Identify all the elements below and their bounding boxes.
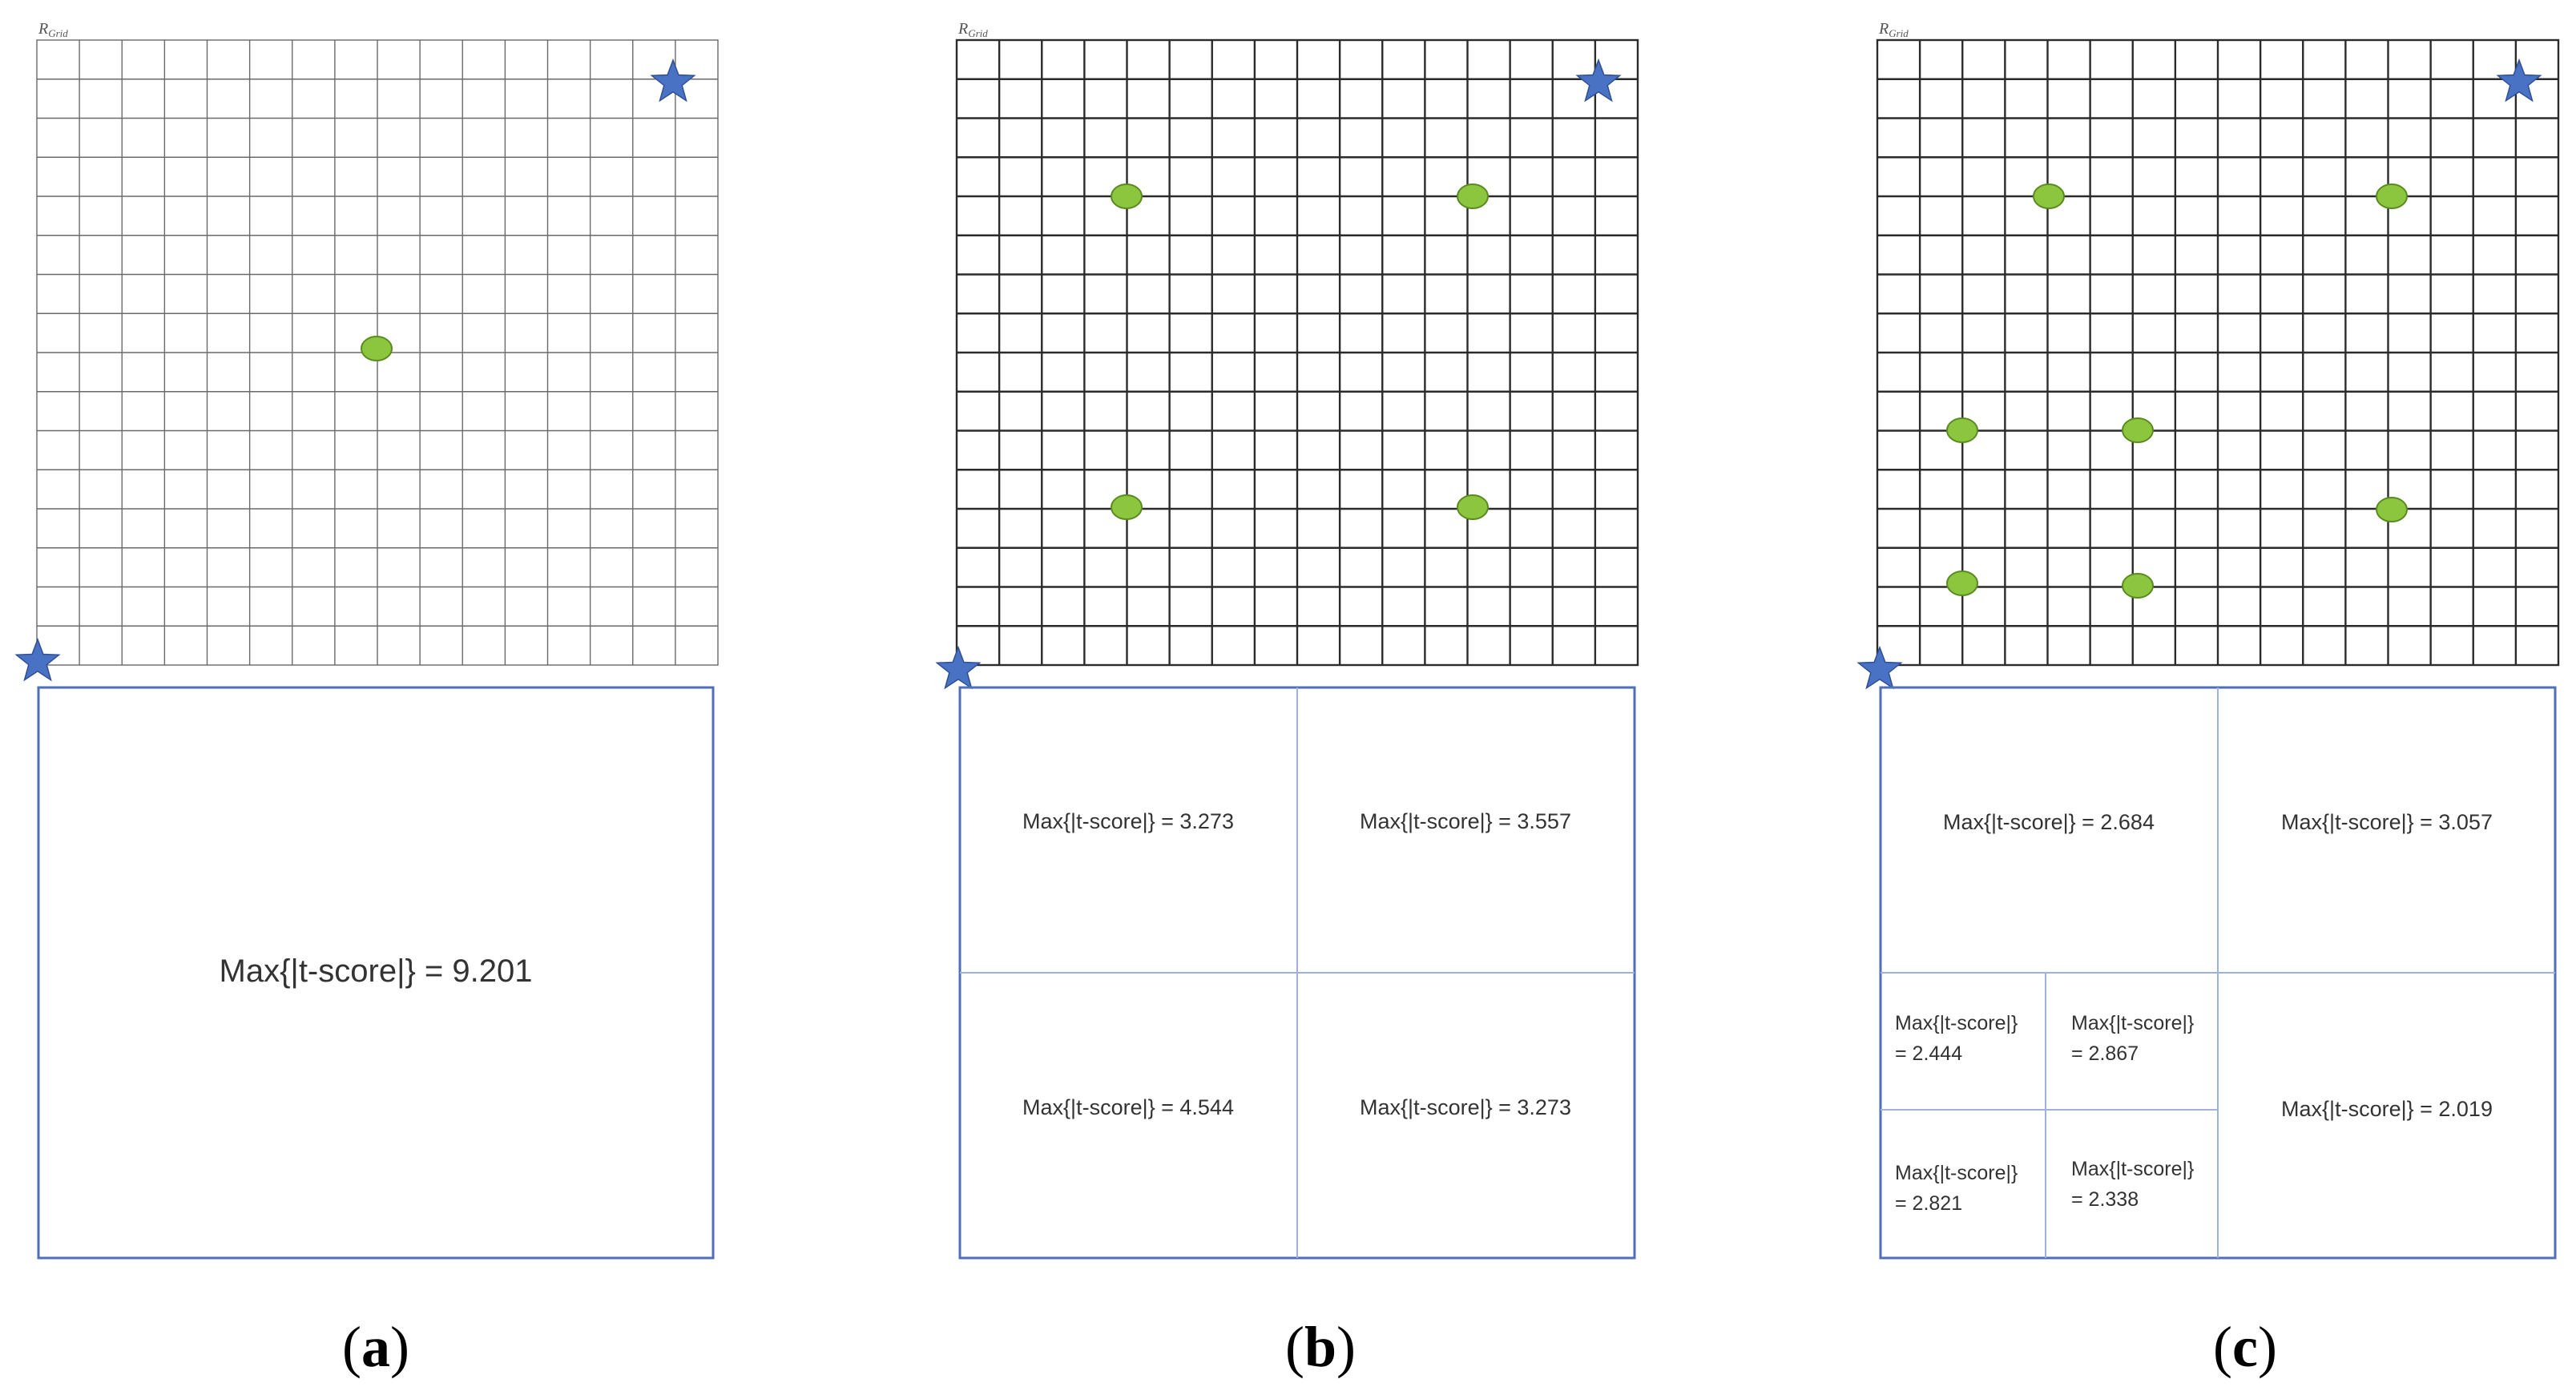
partition-border-a — [37, 686, 715, 1260]
star-icon — [2496, 58, 2542, 103]
sample-point — [2122, 573, 2154, 599]
sample-point — [1946, 417, 1978, 443]
grid-panel-a: RGrid — [36, 20, 719, 666]
star-icon — [1575, 58, 1622, 103]
grid-label-subscript: Grid — [968, 27, 988, 39]
caption-letter: c — [2232, 1315, 2258, 1379]
grid-label: RGrid — [957, 20, 988, 39]
partition-cell-text: Max{|t-score|} — [1895, 1012, 2018, 1034]
partition-cell-text: = 2.338 — [2071, 1188, 2139, 1211]
grid-label: RGrid — [1878, 20, 1909, 39]
star-icon — [935, 645, 982, 690]
partition-cell-text: Max{|t-score|} = 3.057 — [2281, 810, 2493, 834]
star-icon — [650, 58, 696, 103]
partition-cell-text: Max{|t-score|} = 3.273 — [1360, 1095, 1571, 1119]
sample-point — [2376, 183, 2408, 209]
partition-cell-text: Max{|t-score|} = 3.557 — [1360, 809, 1571, 833]
caption-letter: a — [361, 1315, 390, 1379]
partition-cell-text: Max{|t-score|} = 2.019 — [2281, 1097, 2493, 1121]
sample-point — [361, 336, 393, 361]
partition-panel-c: Max{|t-score|} = 2.684 Max{|t-score|} = … — [1879, 686, 2557, 1260]
grid-label-subscript: Grid — [48, 27, 68, 39]
sample-point — [1457, 494, 1489, 520]
grids-layer: RGrid RGrid RGrid — [36, 20, 2560, 667]
partition-cell-text: Max{|t-score|} — [1895, 1162, 2018, 1184]
grid-label: RGrid — [38, 20, 68, 39]
partition-cell-text: Max{|t-score|} = 4.544 — [1022, 1095, 1234, 1119]
sample-point — [1457, 183, 1489, 209]
partition-panel-b: Max{|t-score|} = 3.273 Max{|t-score|} = … — [958, 686, 1636, 1260]
sample-point — [1111, 494, 1143, 520]
partition-cell-text: Max{|t-score|} = 9.201 — [220, 954, 533, 989]
markers-layer — [14, 58, 2542, 690]
star-icon — [14, 637, 61, 682]
star-icon — [1856, 645, 1903, 690]
sample-point — [2122, 417, 2154, 443]
partition-cell-text: = 2.821 — [1895, 1192, 1962, 1215]
sample-point — [1946, 570, 1978, 596]
caption-letter: b — [1304, 1315, 1337, 1379]
sample-point — [2376, 497, 2408, 522]
partition-cell-text: Max{|t-score|} = 2.684 — [1943, 810, 2155, 834]
caption-b: (b) — [1284, 1315, 1356, 1379]
caption-c: (c) — [2213, 1315, 2277, 1379]
partition-cell-text: Max{|t-score|} — [2071, 1158, 2194, 1180]
caption-a: (a) — [342, 1315, 409, 1379]
sample-point — [2033, 183, 2065, 209]
partition-cell-text: = 2.867 — [2071, 1042, 2139, 1065]
grid-label-subscript: Grid — [1889, 27, 1909, 39]
grid-panel-b: RGrid — [955, 20, 1639, 667]
sample-point — [1111, 183, 1143, 209]
partition-cell-text: Max{|t-score|} = 3.273 — [1022, 809, 1234, 833]
partition-cell-text: = 2.444 — [1895, 1042, 1962, 1065]
partition-panel-a: Max{|t-score|} = 9.201 — [37, 686, 715, 1260]
partition-cell-text: Max{|t-score|} — [2071, 1012, 2194, 1034]
grid-panel-c: RGrid — [1876, 20, 2560, 667]
